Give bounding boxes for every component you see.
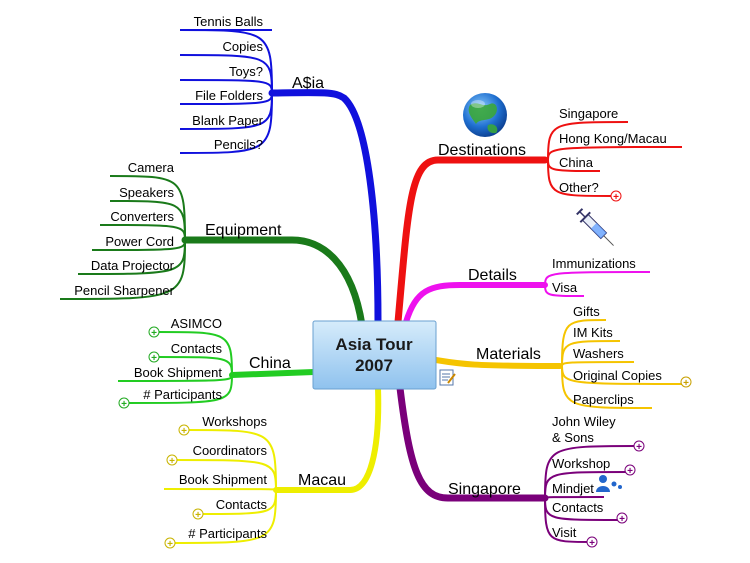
branch-label-destinations[interactable]: Destinations [438, 142, 526, 159]
materials-trunk [433, 357, 563, 369]
macau-leaf-participants[interactable]: # Participants [188, 526, 267, 541]
asia-leaf-copies[interactable]: Copies [223, 39, 264, 54]
macau-leaf-contacts[interactable]: Contacts [216, 497, 268, 512]
expand-button-china-asimco[interactable]: + [148, 326, 160, 339]
materials-connectors [561, 319, 685, 409]
svg-text:+: + [151, 353, 157, 364]
destinations-connectors [547, 121, 683, 197]
equipment-trunk [181, 236, 366, 329]
branch-label-details[interactable]: Details [468, 267, 517, 284]
macau-trunk [273, 385, 382, 493]
asia-trunk [268, 89, 382, 326]
note-icon[interactable] [439, 369, 456, 386]
asia-leaf-file-folders[interactable]: File Folders [195, 88, 263, 103]
asia-leaf-toys[interactable]: Toys? [229, 64, 263, 79]
materials-leaf-paperclips[interactable]: Paperclips [573, 392, 634, 407]
singapore-leaf-and-sons[interactable]: & Sons [552, 430, 594, 445]
china-leaf-asimco[interactable]: ASIMCO [171, 316, 222, 331]
branch-label-materials[interactable]: Materials [476, 346, 541, 363]
branch-label-equipment[interactable]: Equipment [205, 222, 282, 239]
expand-button-macau-coordinators[interactable]: + [166, 454, 178, 467]
asia-leaf-tennis-balls[interactable]: Tennis Balls [194, 14, 264, 29]
expand-button-singapore-visit[interactable]: + [586, 536, 598, 549]
expand-button-destinations-other[interactable]: + [610, 190, 622, 203]
singapore-connectors [544, 445, 639, 543]
globe-icon [463, 93, 507, 137]
people-icon [596, 475, 622, 492]
equipment-leaf-power-cord[interactable]: Power Cord [105, 234, 174, 249]
branch-label-singapore[interactable]: Singapore [448, 481, 521, 498]
equipment-leaf-pencil-sharpener[interactable]: Pencil Sharpener [74, 283, 174, 298]
syringe-icon [576, 208, 614, 246]
macau-connectors [163, 429, 277, 544]
destinations-leaf-singapore[interactable]: Singapore [559, 106, 618, 121]
svg-text:+: + [181, 426, 187, 437]
china-leaf-contacts[interactable]: Contacts [171, 341, 223, 356]
svg-text:+: + [619, 514, 625, 525]
expand-button-singapore-workshop[interactable]: + [624, 464, 636, 477]
central-topic-box[interactable] [312, 320, 437, 390]
equipment-leaf-converters[interactable]: Converters [110, 209, 174, 224]
materials-leaf-washers[interactable]: Washers [573, 346, 624, 361]
svg-text:+: + [167, 539, 173, 550]
expand-button-materials-original-copies[interactable]: + [680, 376, 692, 389]
expand-button-china-contacts[interactable]: + [148, 351, 160, 364]
china-trunk [229, 369, 317, 378]
expand-buttons: + + + + + + + + + + + + + [118, 190, 692, 550]
asia-leaf-pencils[interactable]: Pencils? [214, 137, 263, 152]
svg-text:+: + [636, 442, 642, 453]
china-leaf-book-shipment[interactable]: Book Shipment [134, 365, 223, 380]
singapore-leaf-visit[interactable]: Visit [552, 525, 577, 540]
singapore-trunk [396, 384, 549, 502]
expand-button-macau-contacts[interactable]: + [192, 508, 204, 521]
asia-leaf-blank-paper[interactable]: Blank Paper [192, 113, 263, 128]
branch-label-china[interactable]: China [249, 355, 291, 372]
china-leaf-participants[interactable]: # Participants [143, 387, 222, 402]
details-connectors [544, 271, 651, 297]
singapore-leaf-workshop[interactable]: Workshop [552, 456, 610, 471]
details-leaf-visa[interactable]: Visa [552, 280, 578, 295]
equipment-leaf-speakers[interactable]: Speakers [119, 185, 174, 200]
expand-button-singapore-contacts[interactable]: + [616, 512, 628, 525]
svg-text:+: + [683, 378, 689, 389]
svg-text:+: + [151, 328, 157, 339]
macau-leaf-book-shipment[interactable]: Book Shipment [179, 472, 268, 487]
central-topic[interactable]: Asia Tour 2007 [312, 320, 437, 390]
singapore-leaf-mindjet[interactable]: Mindjet [552, 481, 594, 496]
expand-button-macau-workshops[interactable]: + [178, 424, 190, 437]
macau-leaf-workshops[interactable]: Workshops [202, 414, 267, 429]
singapore-leaf-john-wiley[interactable]: John Wiley [552, 414, 616, 429]
branch-label-macau[interactable]: Macau [298, 472, 346, 489]
svg-text:+: + [121, 399, 127, 410]
equipment-leaf-camera[interactable]: Camera [128, 160, 175, 175]
materials-leaf-original-copies[interactable]: Original Copies [573, 368, 662, 383]
destinations-leaf-china[interactable]: China [559, 155, 594, 170]
central-topic-line1: Asia Tour [335, 335, 413, 354]
expand-button-singapore-john-wiley[interactable]: + [633, 440, 645, 453]
svg-text:+: + [169, 456, 175, 467]
equipment-connectors [59, 175, 186, 300]
china-connectors [117, 331, 233, 404]
singapore-leaf-contacts[interactable]: Contacts [552, 500, 604, 515]
equipment-leaf-data-projector[interactable]: Data Projector [91, 258, 175, 273]
branch-label-asia[interactable]: A$ia [292, 75, 324, 92]
svg-text:+: + [613, 192, 619, 203]
svg-text:+: + [195, 510, 201, 521]
details-trunk [403, 282, 548, 325]
materials-leaf-im-kits[interactable]: IM Kits [573, 325, 613, 340]
expand-button-macau-participants[interactable]: + [164, 537, 176, 550]
svg-text:+: + [627, 466, 633, 477]
main-branches [181, 89, 563, 502]
central-topic-line2: 2007 [355, 356, 393, 375]
svg-text:+: + [589, 538, 595, 549]
asia-connectors [179, 29, 273, 154]
destinations-trunk [394, 156, 549, 326]
details-leaf-immunizations[interactable]: Immunizations [552, 256, 636, 271]
expand-button-china-participants[interactable]: + [118, 397, 130, 410]
macau-leaf-coordinators[interactable]: Coordinators [193, 443, 268, 458]
destinations-leaf-hong-kong-macau[interactable]: Hong Kong/Macau [559, 131, 667, 146]
destinations-leaf-other[interactable]: Other? [559, 180, 599, 195]
materials-leaf-gifts[interactable]: Gifts [573, 304, 600, 319]
